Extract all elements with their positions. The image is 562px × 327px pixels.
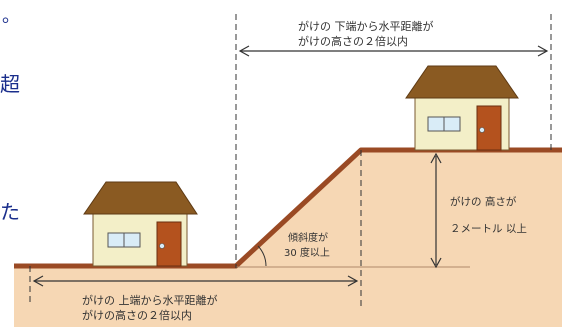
bottom-distance-label-line1: がけの 上端から水平距離が: [82, 293, 218, 307]
height-label-line2: ２メートル 以上: [450, 223, 527, 235]
top-distance-label-line2: がけの高さの２倍以内: [298, 34, 408, 48]
height-arrow: [430, 152, 442, 269]
top-distance-label-line1: がけの 下端から水平距離が: [298, 19, 434, 33]
ground-terrain: [14, 149, 562, 327]
height-label-line1: がけの 高さが: [450, 195, 517, 208]
bottom-distance-label-line2: がけの高さの２倍以内: [82, 308, 192, 322]
slope-label-line1: 傾斜度が: [288, 231, 328, 244]
house-lower: [83, 181, 198, 267]
side-text-char-cho: 超: [0, 72, 20, 96]
house-upper: [405, 65, 519, 151]
top-distance-arrow: [238, 45, 549, 57]
side-text-period: 。: [2, 6, 20, 27]
bottom-distance-arrow: [32, 275, 359, 287]
slope-angle-arc: [257, 245, 267, 267]
house-upper-door: [476, 105, 502, 151]
side-text-char-ta: た: [0, 200, 20, 224]
slope-label-line2: 30 度以上: [284, 246, 330, 259]
